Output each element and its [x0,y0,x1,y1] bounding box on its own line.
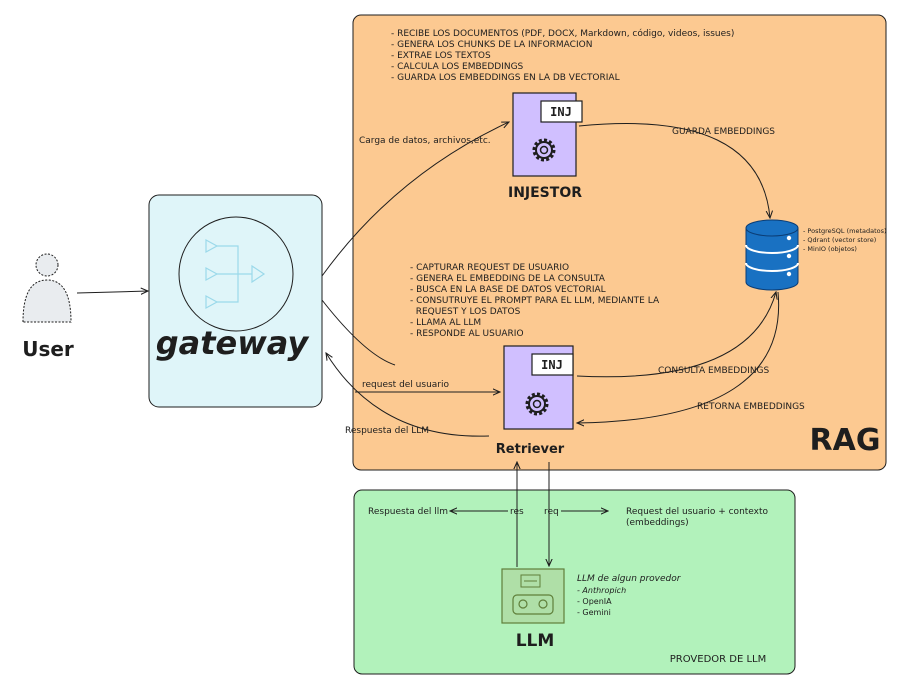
arrow-res-label: res [510,507,524,517]
ingestor-note: - RECIBE LOS DOCUMENTOS (PDF, DOCX, Mark… [391,28,734,39]
arrow-retorna [577,291,780,423]
rag-container [352,14,887,471]
retriever-note: - LLAMA AL LLM [410,318,481,328]
retriever-note: - CAPTURAR REQUEST DE USUARIO [410,263,569,273]
database-note: - PostgreSQL (metadatos) [803,227,887,235]
ingestor-note: - CALCULA LOS EMBEDDINGS [391,62,524,72]
rag-label: RAG [810,423,881,458]
injestor-tag: INJ [550,105,572,119]
arrow-gateway-retriever [321,299,396,366]
ingestor-note: - EXTRAE LOS TEXTOS [391,51,491,61]
arrow-carga-label: Carga de datos, archivos,etc. [359,136,491,146]
retriever-label: Retriever [496,442,565,457]
user-icon[interactable] [22,253,72,323]
arrow-user-gateway [76,291,148,293]
database-notes: - PostgreSQL (metadatos) - Qdrant (vecto… [803,227,887,253]
arrow-consulta-label: CONSULTA EMBEDDINGS [658,366,770,376]
ingestor-note: - GUARDA LOS EMBEDDINGS EN LA DB VECTORI… [391,73,620,83]
injestor-label: INJESTOR [508,185,582,201]
arrow-request-contexto-label-2: (embeddings) [626,518,689,528]
gateway-box[interactable] [148,194,323,408]
gear-icon [525,392,549,416]
retriever-note: - BUSCA EN LA BASE DE DATOS VECTORIAL [410,285,606,295]
arrow-respuesta-llm [326,353,490,437]
provider-container [353,489,796,675]
provider-note: - Gemini [577,608,611,617]
database-note: - Qdrant (vector store) [803,236,876,244]
retriever-notes: - CAPTURAR REQUEST DE USUARIO - GENERA E… [410,263,660,339]
arrow-respuesta-llm-lower-label: Respuesta del llm [368,507,448,517]
provider-label: PROVEDOR DE LLM [670,654,767,665]
arrow-request-contexto-label: Request del usuario + contexto [626,507,769,517]
ingestor-note: - GENERA LOS CHUNKS DE LA INFORMACION [391,40,592,50]
retriever-tag: INJ [541,358,563,372]
retriever-note: REQUEST Y LOS DATOS [410,307,521,317]
user-label: User [22,337,74,361]
arrow-guarda [578,123,770,218]
provider-note: LLM de algun provedor [577,574,682,584]
database-note: - MinIO (objetos) [803,245,857,253]
arrow-respuesta-llm-label: Respuesta del LLM [345,426,429,436]
ingestor-notes: - RECIBE LOS DOCUMENTOS (PDF, DOCX, Mark… [391,28,734,83]
provider-note: - OpenIA [577,597,612,606]
retriever-note: - RESPONDE AL USUARIO [410,329,524,339]
arrow-guarda-label: GUARDA EMBEDDINGS [672,127,775,137]
retriever-tag-box [531,353,574,376]
provider-notes: LLM de algun provedor - Anthropich - Ope… [577,574,682,617]
provider-note: - Anthropich [577,586,626,595]
gateway-label: gateway [156,324,310,362]
injestor-tag-box [540,100,583,123]
injestor-component[interactable]: INJ [512,92,583,177]
llm-label: LLM [516,631,555,651]
retriever-note: - CONSUTRUYE EL PROMPT PARA EL LLM, MEDI… [410,296,660,306]
database-icon [745,219,799,291]
arrow-request-usuario-label: request del usuario [362,380,449,390]
arrow-carga [321,122,509,277]
retriever-component[interactable]: INJ [503,345,574,430]
arrow-consulta [576,292,776,378]
arrow-req-label: req [544,507,559,517]
retriever-note: - GENERA EL EMBEDDING DE LA CONSULTA [410,274,606,284]
router-icon [178,216,294,332]
robot-icon[interactable] [501,568,565,624]
arrow-retorna-label: RETORNA EMBEDDINGS [697,402,805,412]
gear-icon [532,138,556,162]
